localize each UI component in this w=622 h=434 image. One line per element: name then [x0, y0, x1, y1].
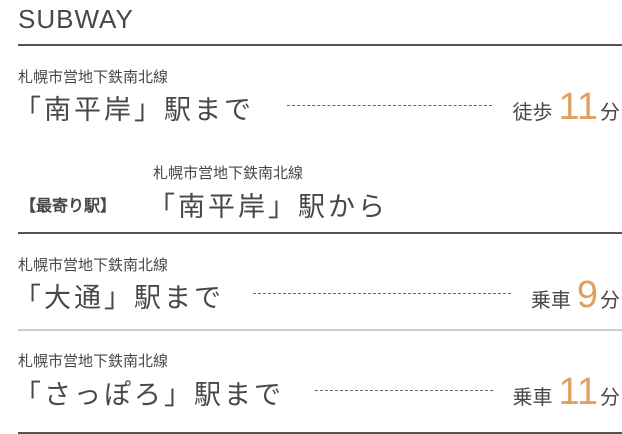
- section-title: SUBWAY: [18, 4, 134, 34]
- route-line-name: 札幌市営地下鉄南北線: [18, 352, 169, 370]
- route-station: 「大通」駅まで: [14, 283, 224, 314]
- route-mode: 乗車: [530, 288, 571, 312]
- dotted-leader: [287, 105, 492, 106]
- bottom-divider: [18, 432, 622, 434]
- route-station: 「南平岸」駅まで: [14, 95, 254, 126]
- route-mode: 徒歩: [512, 100, 553, 124]
- dotted-leader: [315, 390, 493, 391]
- route-minutes: 11: [558, 86, 598, 128]
- route-time: 徒歩 11 分: [513, 88, 620, 126]
- dotted-leader: [253, 293, 511, 294]
- nearest-station: 「南平岸」駅から: [148, 192, 388, 223]
- route-station: 「さっぽろ」駅まで: [14, 380, 284, 411]
- header-divider: [18, 44, 622, 46]
- route-line-name: 札幌市営地下鉄南北線: [18, 68, 169, 86]
- route-line-name: 札幌市営地下鉄南北線: [18, 256, 169, 274]
- route-unit: 分: [600, 385, 620, 409]
- route-divider: [18, 329, 622, 331]
- nearest-station-badge: 【最寄り駅】: [20, 196, 117, 215]
- route-time: 乗車 9 分: [531, 276, 620, 314]
- nearest-line-name: 札幌市営地下鉄南北線: [153, 164, 304, 182]
- route-mode: 乗車: [512, 385, 553, 409]
- route-unit: 分: [600, 288, 620, 312]
- route-unit: 分: [600, 100, 620, 124]
- route-minutes: 9: [576, 274, 598, 316]
- nearest-divider: [18, 232, 622, 234]
- route-minutes: 11: [558, 371, 598, 413]
- route-time: 乗車 11 分: [513, 373, 620, 411]
